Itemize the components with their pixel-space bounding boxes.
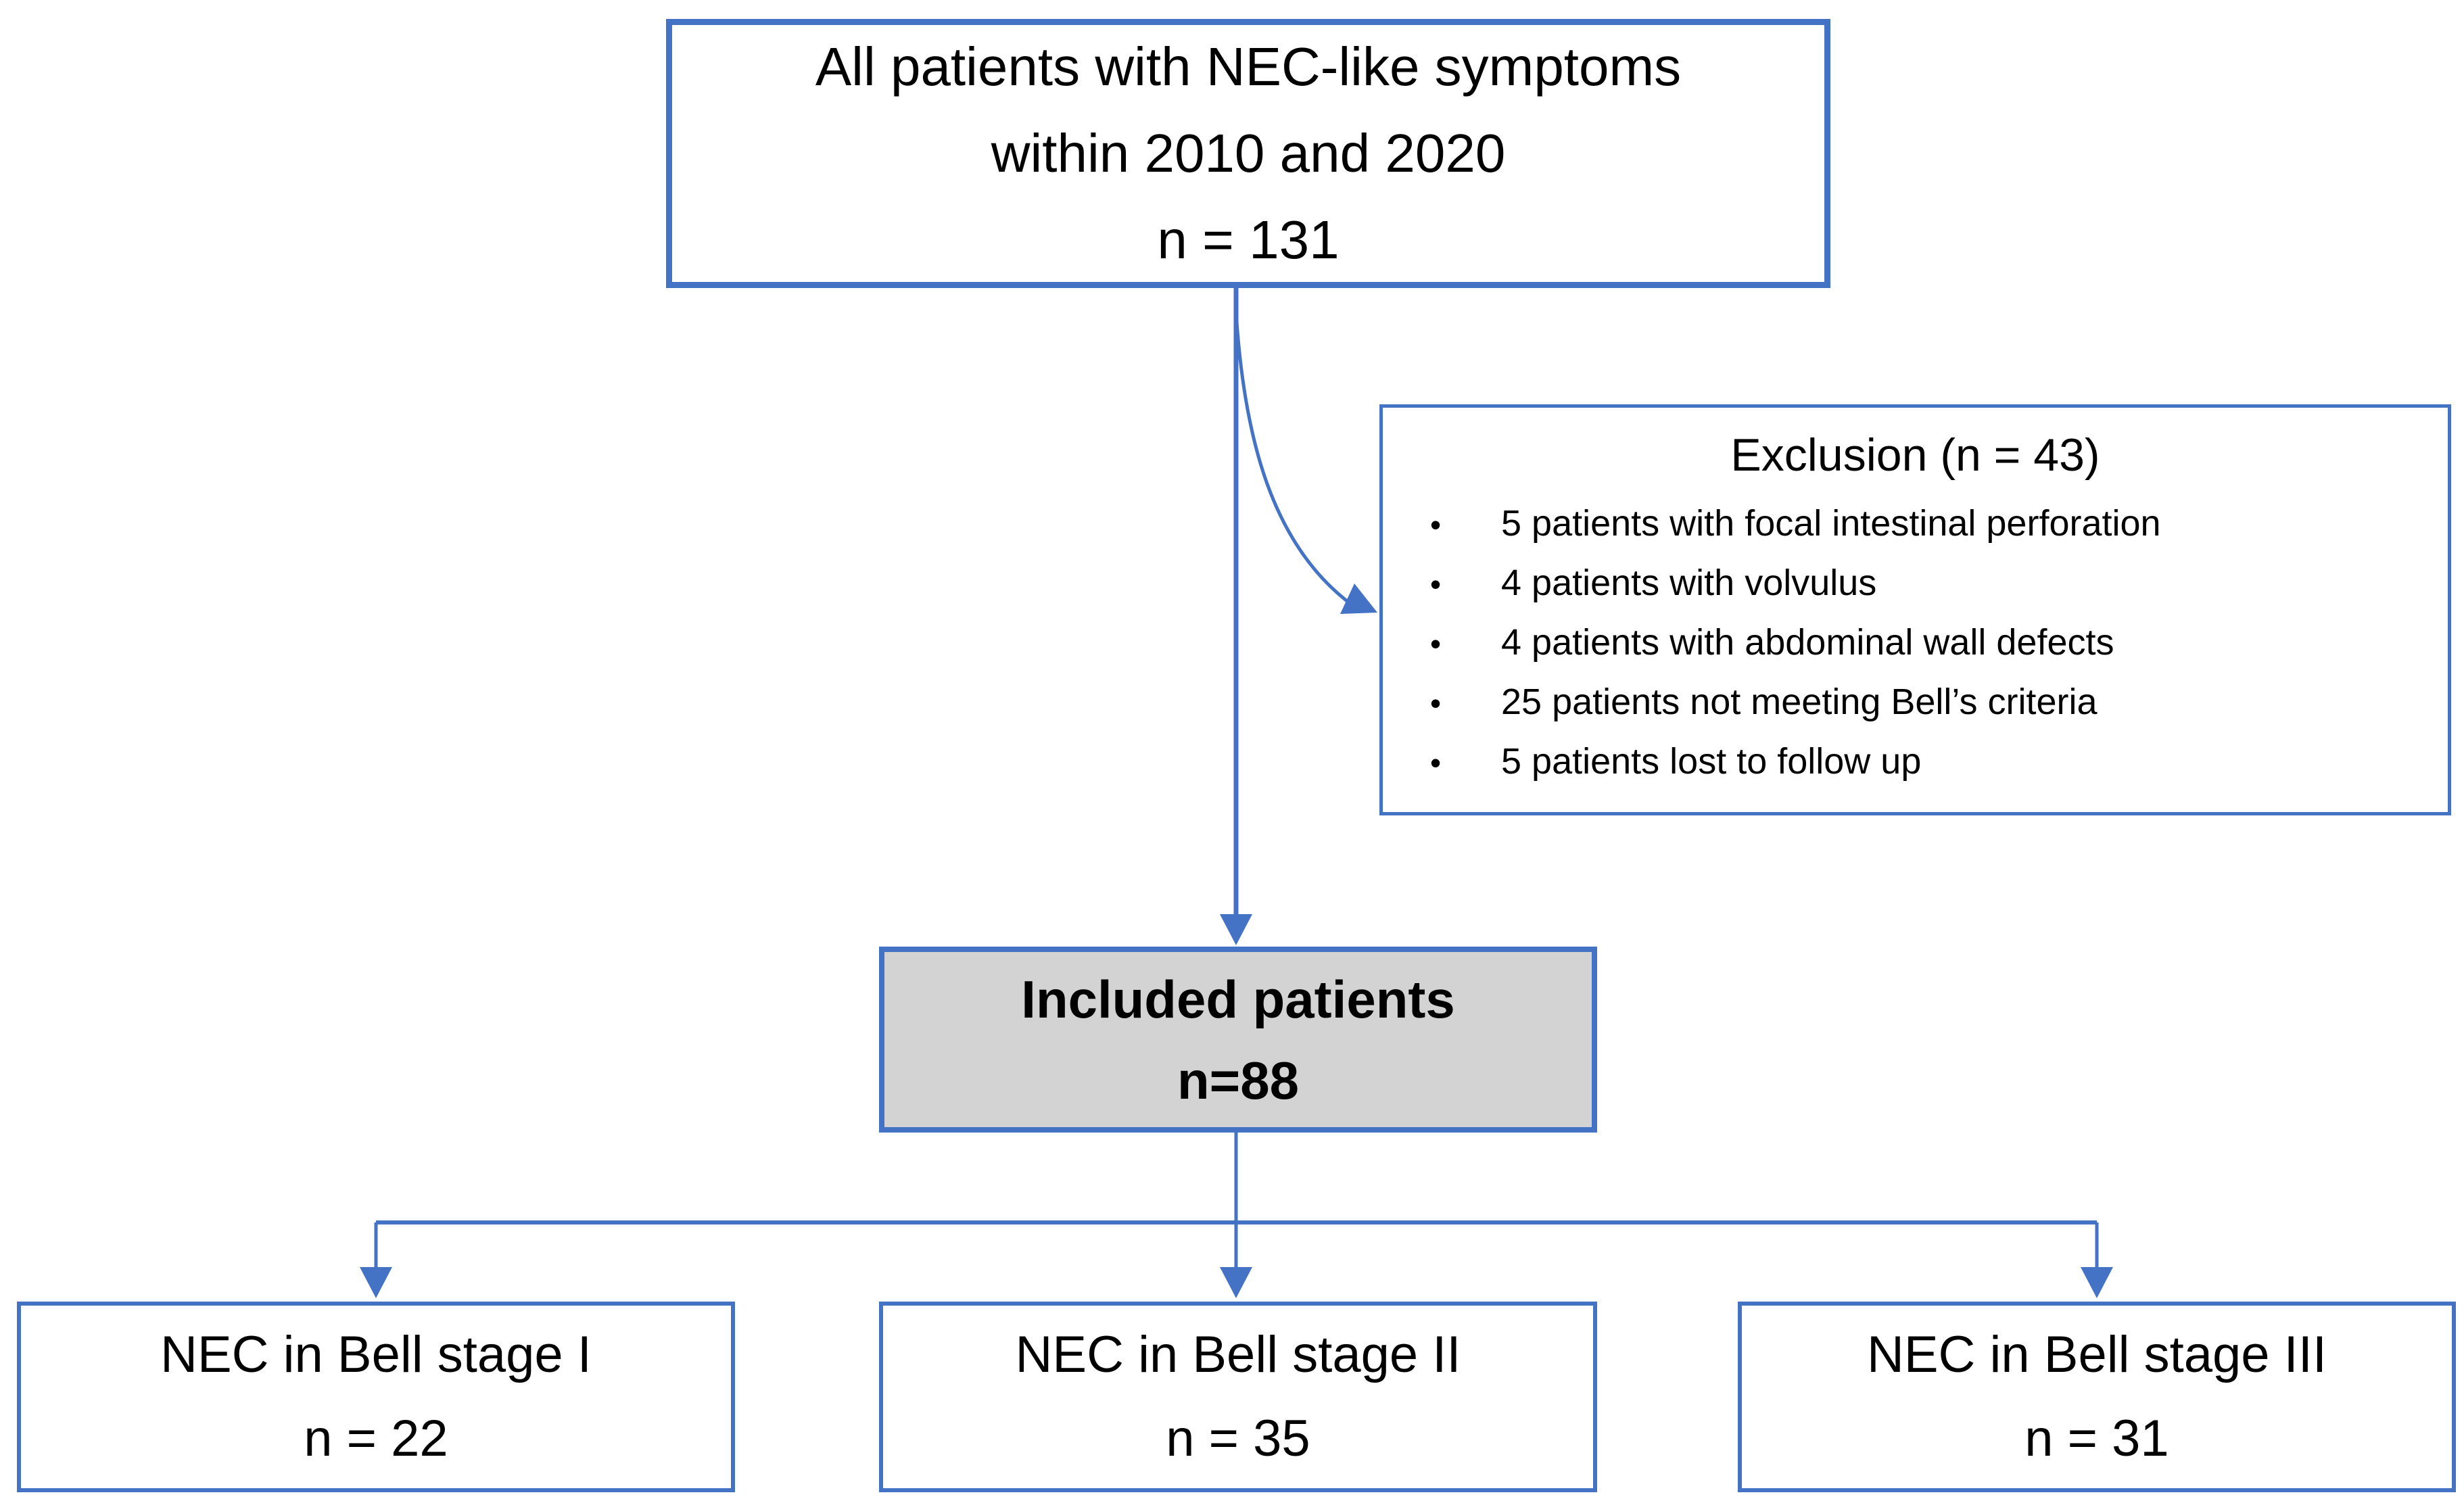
stage2-count: n = 35 — [1166, 1410, 1310, 1467]
stage3-count: n = 31 — [2024, 1410, 2169, 1467]
all-patients-count: n = 131 — [1157, 210, 1340, 270]
exclusion-item: • 5 patients lost to follow up — [1403, 732, 2427, 792]
bullet-dot-icon: • — [1430, 567, 1442, 602]
exclusion-item: • 25 patients not meeting Bell’s criteri… — [1403, 673, 2427, 732]
bullet-dot-icon: • — [1430, 507, 1442, 542]
included-patients-label: Included patients — [1021, 969, 1455, 1029]
arrowhead-exclusion-icon — [1340, 584, 1377, 614]
exclusion-item-text: 25 patients not meeting Bell’s criteria — [1501, 682, 2098, 722]
bullet-dot-icon: • — [1430, 626, 1442, 661]
arrowhead-included-icon — [1220, 914, 1252, 945]
all-patients-box: All patients with NEC-like symptoms with… — [666, 19, 1830, 288]
exclusion-item: • 4 patients with volvulus — [1403, 554, 2427, 613]
arrowhead-stage3-icon — [2081, 1267, 2113, 1298]
included-patients-box: Included patients n=88 — [879, 947, 1597, 1133]
arrowhead-stage1-icon — [360, 1267, 392, 1298]
stage2-title: NEC in Bell stage II — [1015, 1326, 1461, 1383]
exclusion-item: • 4 patients with abdominal wall defects — [1403, 613, 2427, 673]
stage1-box: NEC in Bell stage I n = 22 — [17, 1302, 735, 1492]
exclusion-list: • 5 patients with focal intestinal perfo… — [1403, 494, 2427, 792]
stage1-count: n = 22 — [304, 1410, 448, 1467]
exclusion-item-text: 4 patients with abdominal wall defects — [1501, 622, 2114, 663]
all-patients-line2: within 2010 and 2020 — [991, 123, 1506, 183]
arrowhead-stage2-icon — [1220, 1267, 1252, 1298]
connector-curve-to-exclusion — [1234, 312, 1351, 604]
exclusion-item-text: 5 patients with focal intestinal perfora… — [1501, 503, 2161, 544]
exclusion-item-text: 5 patients lost to follow up — [1501, 741, 1922, 782]
exclusion-title: Exclusion (n = 43) — [1730, 429, 2100, 481]
stage1-title: NEC in Bell stage I — [160, 1326, 592, 1383]
bullet-dot-icon: • — [1430, 745, 1442, 780]
stage3-box: NEC in Bell stage III n = 31 — [1738, 1302, 2456, 1492]
stage3-title: NEC in Bell stage III — [1866, 1326, 2327, 1383]
exclusion-item: • 5 patients with focal intestinal perfo… — [1403, 494, 2427, 554]
bullet-dot-icon: • — [1430, 686, 1442, 721]
exclusion-box: Exclusion (n = 43) • 5 patients with foc… — [1379, 404, 2451, 815]
stage2-box: NEC in Bell stage II n = 35 — [879, 1302, 1597, 1492]
included-patients-count: n=88 — [1177, 1050, 1299, 1110]
all-patients-line1: All patients with NEC-like symptoms — [815, 37, 1682, 97]
exclusion-item-text: 4 patients with volvulus — [1501, 563, 1877, 603]
